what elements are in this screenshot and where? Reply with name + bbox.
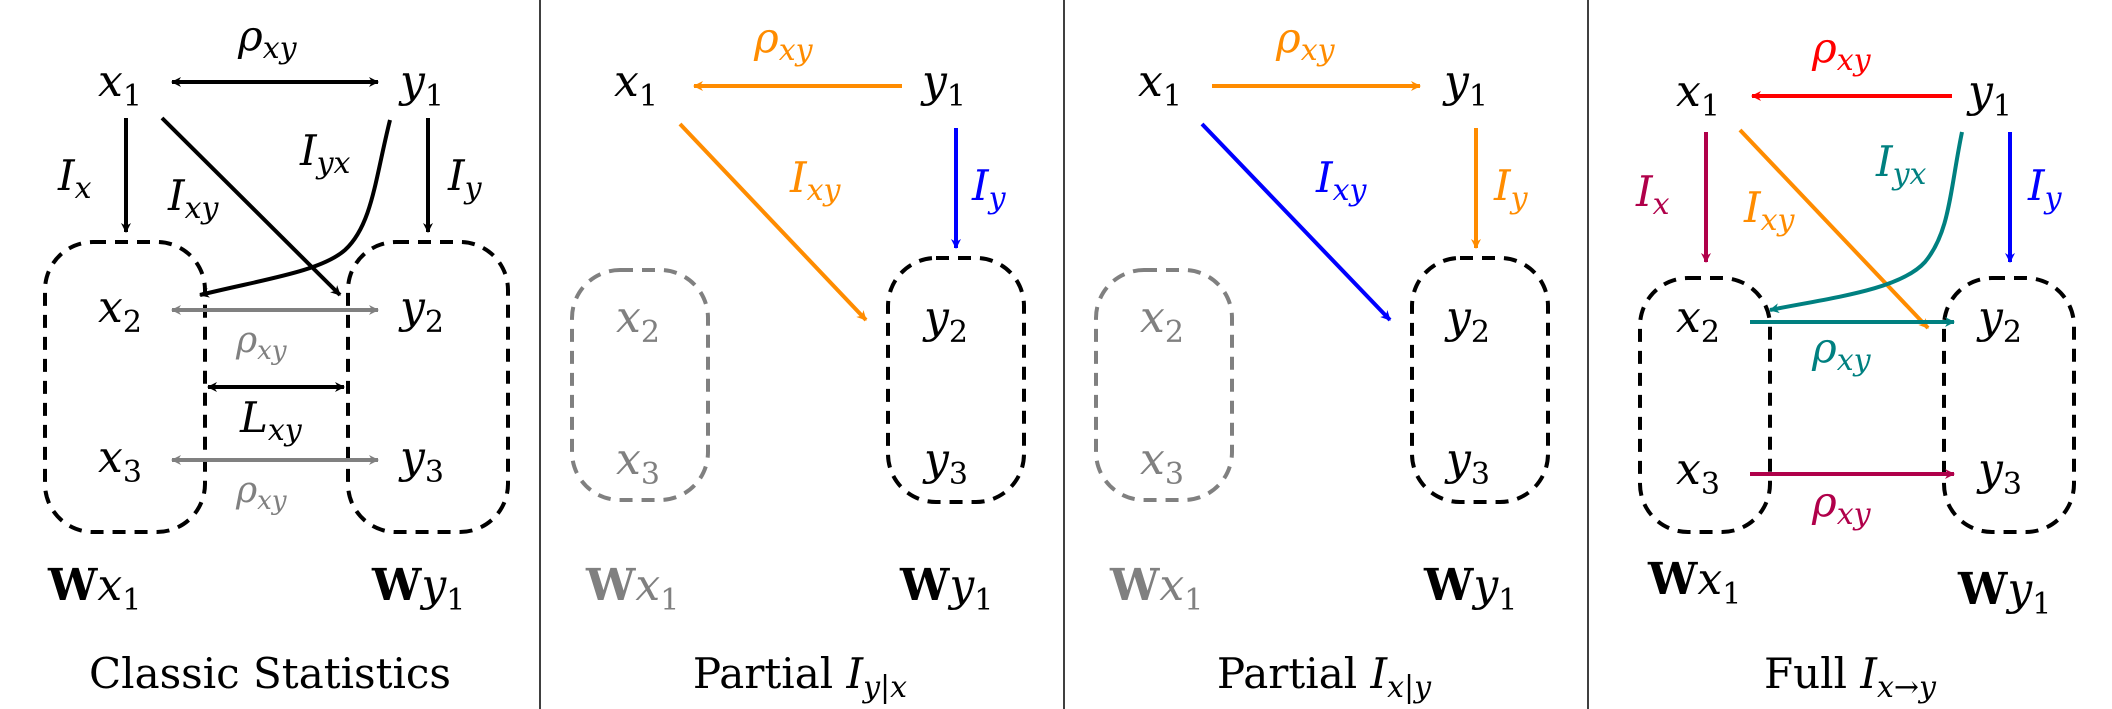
node-y2: y2 xyxy=(398,282,444,340)
panel-caption: Partial Ix|y xyxy=(1217,649,1432,705)
panel-caption: Full Ix→y xyxy=(1764,649,1937,705)
label-ix: Ix xyxy=(57,151,92,206)
arrow-iyx xyxy=(199,119,392,298)
window-y-box xyxy=(346,240,510,534)
panel-caption: Classic Statistics xyxy=(89,649,451,698)
node-y1: y1 xyxy=(920,56,966,114)
window-x-box xyxy=(570,268,710,502)
window-y-box xyxy=(1410,256,1550,504)
label-iy: Iy xyxy=(1493,161,1529,216)
window-x-box xyxy=(1638,276,1772,534)
node-x1: x1 xyxy=(98,56,142,114)
node-x3: x3 xyxy=(1676,444,1720,502)
label-rho-top: ρxy xyxy=(237,11,298,66)
label-ixy: Ixy xyxy=(789,153,842,208)
panel-full-transfer: x1 y1 x2 y2 x3 y3 ρxy Ix Ixy Iyx Iy ρxy … xyxy=(1635,23,2076,705)
panel-partial-x-given-y: x1 y1 x2 y2 x3 y3 ρxy Ixy Iy Wx1 Wy1 Par… xyxy=(1094,13,1550,705)
node-x3: x3 xyxy=(98,432,142,490)
label-ixy: Ixy xyxy=(1315,153,1368,208)
label-ixy: Ixy xyxy=(1743,183,1796,238)
node-y3: y3 xyxy=(922,434,968,492)
label-iyx: Iyx xyxy=(299,126,351,181)
window-y-label: Wy1 xyxy=(1423,560,1517,618)
label-ixy: Ixy xyxy=(167,171,220,226)
label-rho-mid: ρxy xyxy=(235,320,287,366)
panel-caption: Partial Iy|x xyxy=(693,649,907,705)
node-x2: x2 xyxy=(1140,292,1184,350)
panel-partial-y-given-x: x1 y1 x2 y2 x3 y3 ρxy Ixy Iy Wx1 Wy1 Par… xyxy=(570,13,1026,705)
node-y3: y3 xyxy=(398,432,444,490)
node-x1: x1 xyxy=(1138,56,1182,114)
label-rho-bot: ρxy xyxy=(235,470,287,516)
node-y1: y1 xyxy=(1966,66,2012,124)
label-rho-top: ρxy xyxy=(1275,13,1336,68)
label-rho-mid: ρxy xyxy=(1811,323,1872,378)
node-x2: x2 xyxy=(1676,292,1720,350)
node-y2: y2 xyxy=(1976,292,2022,350)
window-x-label: Wx1 xyxy=(47,560,141,618)
node-y1: y1 xyxy=(398,56,444,114)
label-rho-top: ρxy xyxy=(753,13,814,68)
label-rho-top: ρxy xyxy=(1811,23,1872,78)
node-y3: y3 xyxy=(1976,444,2022,502)
node-y1: y1 xyxy=(1442,56,1488,114)
node-x2: x2 xyxy=(98,282,142,340)
window-y-label: Wy1 xyxy=(371,560,465,618)
window-x-label: Wx1 xyxy=(1109,560,1203,618)
label-rho-bot: ρxy xyxy=(1811,477,1872,532)
node-x1: x1 xyxy=(1676,66,1720,124)
label-iy: Iy xyxy=(971,161,1007,216)
window-x-label: Wx1 xyxy=(1647,554,1741,612)
arrow-ixy xyxy=(678,122,868,322)
node-y3: y3 xyxy=(1444,434,1490,492)
window-x-box xyxy=(1094,268,1234,502)
arrow-ixy xyxy=(1200,122,1392,322)
node-x2: x2 xyxy=(616,292,660,350)
arrow-ixy xyxy=(160,116,342,297)
node-y2: y2 xyxy=(1444,292,1490,350)
node-x3: x3 xyxy=(1140,434,1184,492)
label-ix: Ix xyxy=(1635,167,1670,222)
arrow-iyx xyxy=(1769,131,1964,314)
window-y-box xyxy=(1942,276,2076,534)
window-x-label: Wx1 xyxy=(585,560,679,618)
node-y2: y2 xyxy=(922,292,968,350)
label-iyx: Iyx xyxy=(1875,137,1927,192)
label-iy: Iy xyxy=(447,151,483,206)
window-y-label: Wy1 xyxy=(899,560,993,618)
panel-classic-statistics: x1 y1 x2 y2 x3 y3 ρxy Ix Ixy Iyx Iy ρxy … xyxy=(43,11,510,698)
arrow-ixy xyxy=(1738,128,1930,330)
window-y-box xyxy=(886,256,1026,504)
window-y-label: Wy1 xyxy=(1957,564,2051,622)
label-lxy: Lxy xyxy=(239,393,303,448)
window-x-box xyxy=(43,240,207,534)
node-x3: x3 xyxy=(616,434,660,492)
node-x1: x1 xyxy=(614,56,658,114)
label-iy: Iy xyxy=(2027,161,2063,216)
